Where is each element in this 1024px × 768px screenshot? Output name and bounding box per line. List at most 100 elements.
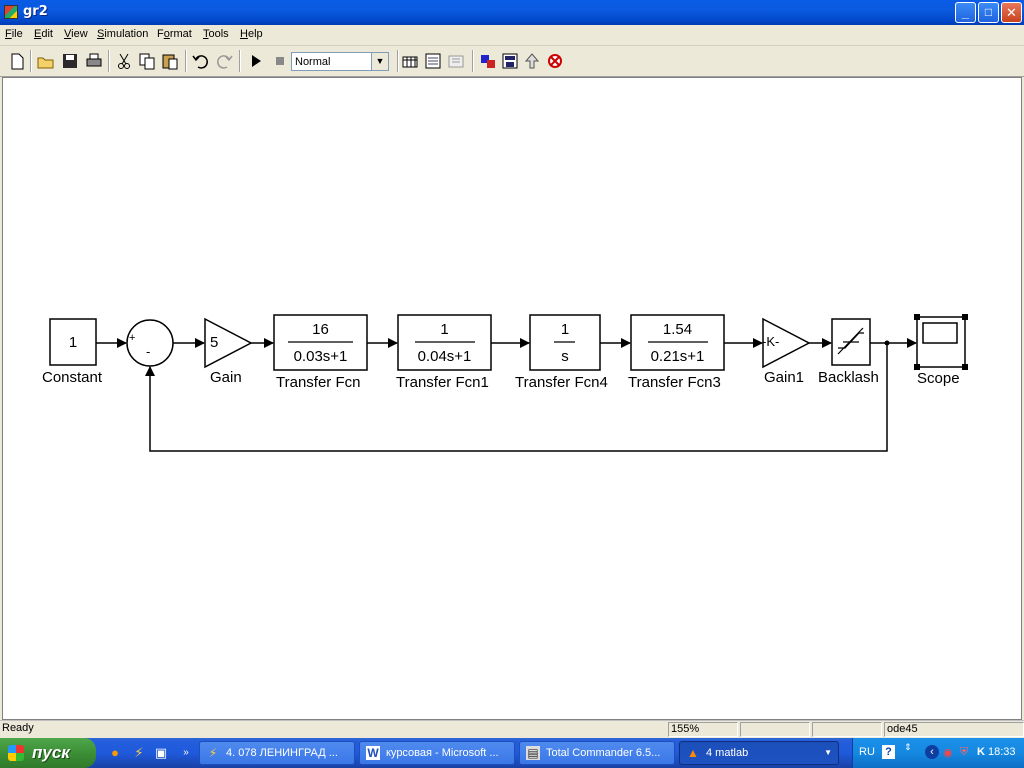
toolbar-separator [185,50,187,72]
gain-label[interactable]: Gain [210,369,242,386]
gain1-block[interactable] [762,317,811,369]
solver-icon[interactable] [545,51,565,71]
chevron-up-down-icon[interactable]: ⇕ [904,742,912,752]
constant-label[interactable]: Constant [42,369,103,386]
transfer-fcn-label[interactable]: Transfer Fcn [276,374,361,391]
paste-icon[interactable] [160,51,180,71]
task-label: 4. 078 ЛЕНИНГРАД ... [226,747,338,759]
system-tray: RU ? ⇕ ‹ ◉ ⛨ K 18:33 [852,738,1024,768]
taskbar-task-total-commander[interactable]: ▤ Total Commander 6.5... [519,741,675,765]
selection-handle[interactable] [914,364,920,370]
transfer-fcn-denominator: 0.03s+1 [293,348,348,365]
winamp-quicklaunch-icon[interactable]: ⚡ [134,745,144,760]
menu-view[interactable]: View [64,28,88,40]
start-label: пуск [32,743,70,762]
build-icon[interactable] [400,51,420,71]
status-field [812,722,882,737]
menu-tools[interactable]: Tools [203,28,229,40]
constant-value: 1 [68,334,78,351]
taskbar-task-matlab[interactable]: ▲ 4 matlab ▼ [679,741,839,765]
copy-icon[interactable] [137,51,157,71]
solver-name: ode45 [884,722,1024,737]
debugger-icon[interactable] [478,51,498,71]
gain-block[interactable] [204,317,253,369]
redo-icon[interactable] [214,51,234,71]
menu-edit[interactable]: Edit [34,28,53,40]
backlash-label[interactable]: Backlash [818,369,879,386]
taskbar-task-winamp[interactable]: ⚡ 4. 078 ЛЕНИНГРАД ... [199,741,355,765]
window-title: gr2 [23,4,48,19]
zoom-level: 155% [668,722,738,737]
toolbar [0,46,1024,77]
arrow-up-icon[interactable] [522,51,542,71]
transfer-fcn4-label[interactable]: Transfer Fcn4 [515,374,608,391]
library-browser-icon[interactable] [423,51,443,71]
menu-format[interactable]: Format [157,28,192,40]
model-canvas[interactable]: 1 Constant + - 5 Gain 16 0.03s+1 Transfe… [2,77,1022,720]
menu-file[interactable]: File [5,28,23,40]
simulation-mode-value: Normal [295,56,331,68]
menu-help[interactable]: Help [240,28,263,40]
chevron-right-icon[interactable]: » [183,747,189,758]
task-label: курсовая - Microsoft ... [386,747,499,759]
matlab-icon: ▲ [687,746,699,760]
gain-value: 5 [210,334,219,351]
clock: 18:33 [988,746,1016,758]
antivirus-icon[interactable]: ◉ [943,747,953,759]
menu-bar: File Edit View Simulation Format Tools H… [0,25,1024,46]
selection-handle[interactable] [962,314,968,320]
status-bar: Ready 155% ode45 [0,720,1024,739]
menu-simulation[interactable]: Simulation [97,28,149,40]
save-icon[interactable] [60,51,80,71]
transfer-fcn4-numerator: 1 [560,321,570,338]
browser-icon[interactable]: ● [111,745,119,760]
word-icon: W [366,746,380,760]
status-field [740,722,810,737]
transfer-fcn4-denominator: s [561,348,569,365]
new-icon[interactable] [7,51,27,71]
feedback-line[interactable] [145,343,888,452]
chevron-down-icon[interactable]: ▼ [371,53,388,70]
model-explorer-icon[interactable] [446,51,466,71]
simulation-mode-select[interactable]: Normal ▼ [291,52,389,71]
go-to-parent-icon[interactable] [500,51,520,71]
start-button[interactable]: пуск [0,738,96,768]
kaspersky-icon[interactable]: K [977,746,985,758]
maximize-button[interactable]: □ [978,2,999,23]
gain1-label[interactable]: Gain1 [764,369,805,386]
security-shield-icon[interactable]: ⛨ [960,746,969,758]
winamp-icon: ⚡ [208,746,218,760]
scope-label[interactable]: Scope [917,370,960,387]
minimize-button[interactable]: _ [955,2,976,23]
toolbar-separator [108,50,110,72]
task-label: Total Commander 6.5... [546,747,661,759]
task-label: 4 matlab [706,747,749,759]
language-indicator[interactable]: RU [859,746,875,758]
windows-logo-icon [8,745,24,761]
status-text: Ready [2,722,34,734]
open-icon[interactable] [36,51,56,71]
constant-block[interactable] [49,318,97,366]
arrow-left-icon[interactable]: ‹ [925,745,939,759]
undo-icon[interactable] [191,51,211,71]
print-icon[interactable] [84,51,104,71]
close-button[interactable]: ✕ [1001,2,1022,23]
toolbar-separator [472,50,474,72]
cut-icon[interactable] [114,51,134,71]
transfer-fcn3-label[interactable]: Transfer Fcn3 [628,374,721,391]
simulink-app-icon[interactable] [4,5,18,19]
taskbar: пуск ● ⚡ ▣ » ⚡ 4. 078 ЛЕНИНГРАД ... W ку… [0,738,1024,768]
selection-handle[interactable] [914,314,920,320]
taskbar-task-word[interactable]: W курсовая - Microsoft ... [359,741,515,765]
selection-handle[interactable] [962,364,968,370]
transfer-fcn1-label[interactable]: Transfer Fcn1 [396,374,489,391]
sum-minus-sign: - [146,344,151,359]
transfer-fcn1-numerator: 1 [440,321,449,338]
help-icon[interactable]: ? [882,745,895,759]
stop-simulation-icon[interactable] [270,51,290,71]
toolbar-separator [397,50,399,72]
total-commander-quicklaunch-icon[interactable]: ▣ [154,745,168,760]
gain1-value: -K- [762,334,780,349]
title-bar[interactable]: gr2 _ □ ✕ [0,0,1024,25]
start-simulation-icon[interactable] [246,51,266,71]
